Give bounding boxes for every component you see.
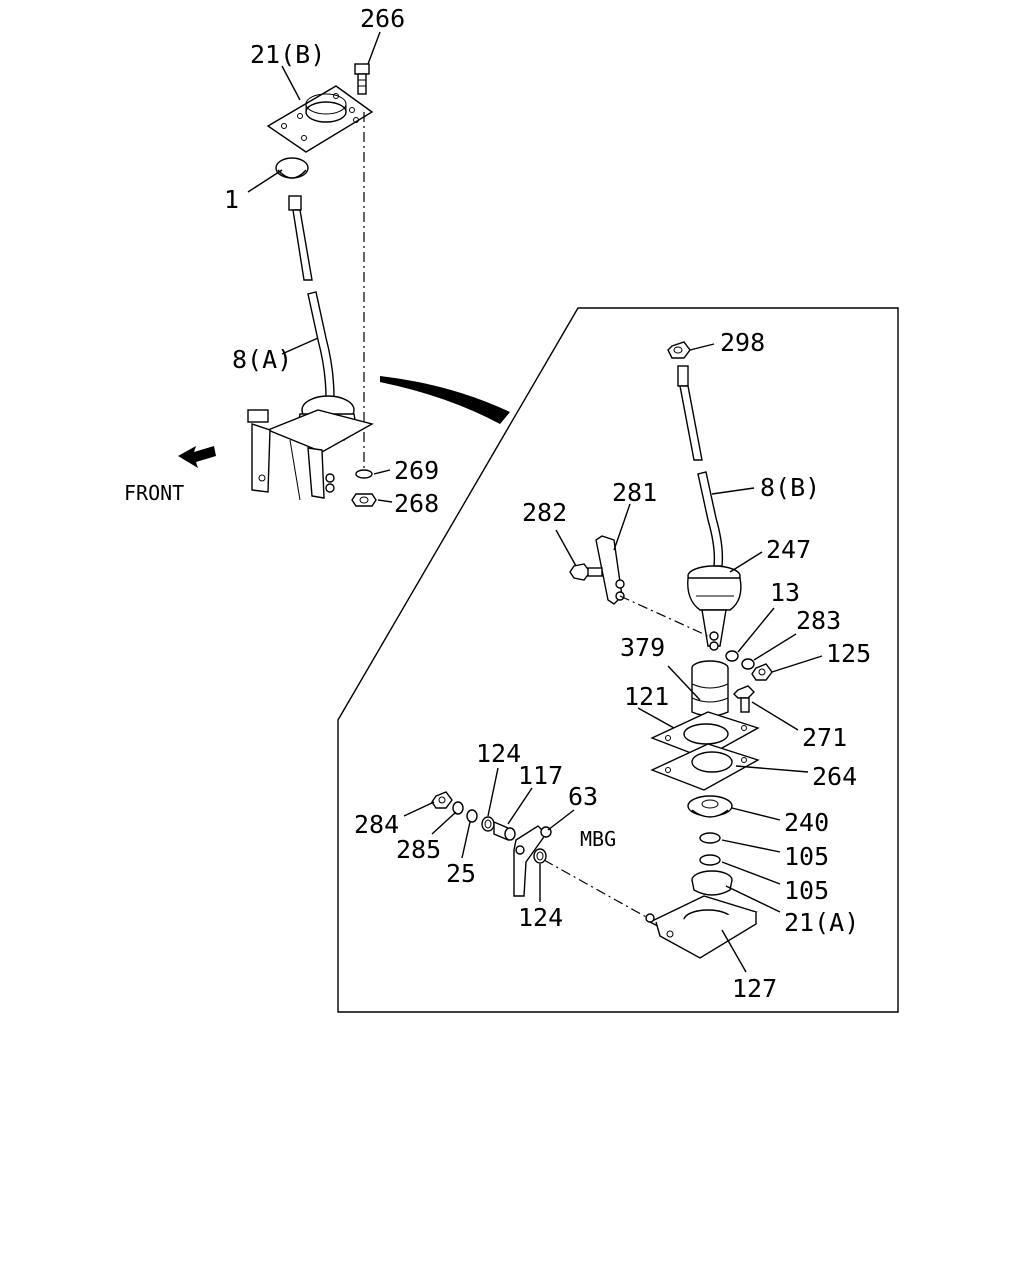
leader-21b <box>281 65 301 101</box>
label-266: 266 <box>360 4 405 33</box>
label-8b: 8(B) <box>760 473 820 502</box>
label-269: 269 <box>394 456 439 485</box>
leader-247 <box>729 551 763 573</box>
leader-282 <box>555 529 577 567</box>
label-271: 271 <box>802 723 847 752</box>
washer-105b <box>699 854 721 866</box>
leader-266 <box>367 31 381 65</box>
leader-8b <box>711 487 755 495</box>
front-arrow-icon <box>178 446 216 468</box>
leader-268 <box>377 499 393 503</box>
label-268: 268 <box>394 489 439 518</box>
bracket-63 <box>513 825 552 897</box>
leader-1 <box>247 169 283 193</box>
leader-284 <box>403 801 435 817</box>
label-105b: 105 <box>784 876 829 905</box>
leader-105a <box>721 839 781 853</box>
leader-117 <box>507 787 533 825</box>
label-25: 25 <box>446 859 476 888</box>
washer-25 <box>466 809 478 823</box>
lever-8b <box>677 365 724 567</box>
label-21a: 21(A) <box>784 908 859 937</box>
leader-63 <box>547 809 575 831</box>
base-assembly <box>247 409 374 501</box>
label-front: FRONT <box>124 481 184 505</box>
leader-25 <box>461 821 471 859</box>
label-8a: 8(A) <box>232 345 292 374</box>
label-284: 284 <box>354 810 399 839</box>
label-105a: 105 <box>784 842 829 871</box>
leader-283 <box>753 633 797 661</box>
label-1: 1 <box>224 185 239 214</box>
leader-264 <box>735 765 809 773</box>
bolt-282 <box>569 563 603 581</box>
lever-8a <box>288 195 356 441</box>
label-124-lower: 124 <box>518 903 563 932</box>
label-240: 240 <box>784 808 829 837</box>
plate-21b <box>266 85 374 153</box>
label-285: 285 <box>396 835 441 864</box>
washer-283 <box>741 658 755 670</box>
label-281: 281 <box>612 478 657 507</box>
nut-268 <box>351 493 377 507</box>
housing-127 <box>645 895 758 959</box>
collar-117 <box>493 820 516 842</box>
nut-284 <box>431 791 453 809</box>
leader-105b <box>721 861 781 885</box>
nut-125 <box>751 663 773 681</box>
seat-21a <box>691 870 733 896</box>
leader-124-upper <box>487 767 499 817</box>
washer-285 <box>452 801 464 815</box>
cap-240 <box>687 795 733 818</box>
leader-125 <box>771 655 823 673</box>
washer-269 <box>355 469 373 479</box>
washer-105a <box>699 832 721 844</box>
boot-247 <box>687 565 742 651</box>
leader-285 <box>431 811 457 835</box>
label-13: 13 <box>770 578 800 607</box>
label-127: 127 <box>732 974 777 1003</box>
nut-298 <box>667 341 691 359</box>
plate-121 <box>650 711 760 759</box>
label-247: 247 <box>766 535 811 564</box>
label-63: 63 <box>568 782 598 811</box>
alignment-line-281 <box>619 595 709 637</box>
bolt-271 <box>733 685 755 713</box>
label-124-upper: 124 <box>476 739 521 768</box>
knob-1 <box>275 157 309 179</box>
leader-240 <box>731 807 781 821</box>
leader-271 <box>751 701 799 731</box>
label-282: 282 <box>522 498 567 527</box>
label-125: 125 <box>826 639 871 668</box>
leader-269 <box>373 469 391 475</box>
label-21b: 21(B) <box>250 40 325 69</box>
leader-8a <box>281 337 319 355</box>
bushing-124-upper <box>481 816 495 832</box>
bolt-266 <box>354 63 370 95</box>
label-117: 117 <box>518 761 563 790</box>
detail-pointer-arrow <box>380 376 510 424</box>
plate-264 <box>650 743 760 791</box>
leader-13 <box>737 607 775 653</box>
label-264: 264 <box>812 762 857 791</box>
leader-121 <box>637 707 675 729</box>
leader-281 <box>613 503 631 551</box>
leader-127 <box>721 929 747 973</box>
detail-frame <box>337 307 899 1013</box>
label-379: 379 <box>620 633 665 662</box>
leader-298 <box>689 343 715 351</box>
arm-281 <box>595 535 625 605</box>
label-283: 283 <box>796 606 841 635</box>
label-121: 121 <box>624 682 669 711</box>
leader-21a <box>725 885 781 913</box>
leader-379 <box>667 665 701 701</box>
label-mbg: MBG <box>580 827 616 851</box>
label-298: 298 <box>720 328 765 357</box>
bushing-124-lower <box>533 848 547 864</box>
bushing-379 <box>691 660 729 717</box>
washer-13 <box>725 650 739 662</box>
